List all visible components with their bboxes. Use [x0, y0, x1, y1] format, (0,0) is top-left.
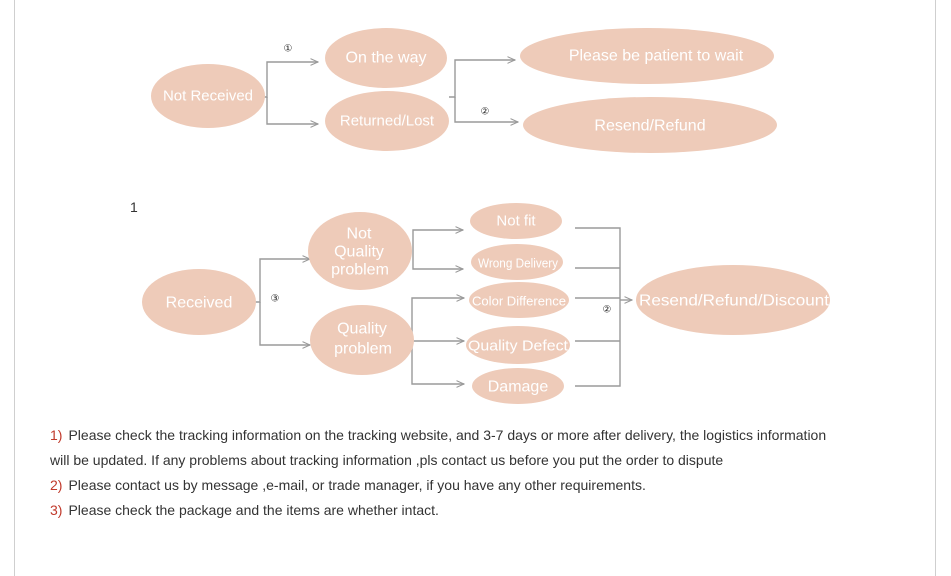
- note-3: 3) Please check the package and the items…: [50, 498, 930, 523]
- note-1-number: 1): [50, 427, 63, 443]
- node-not-quality-line-3: problem: [331, 262, 389, 279]
- node-on-the-way-label: On the way: [346, 50, 427, 67]
- section-marker: 1: [130, 199, 138, 215]
- note-2: 2) Please contact us by message ,e-mail, …: [50, 473, 930, 498]
- note-1-text: Please check the tracking information on…: [68, 427, 827, 443]
- node-color-difference-label: Color Difference: [472, 294, 566, 309]
- node-resend-refund-top: Resend/Refund: [523, 97, 777, 153]
- node-quality-problem: Quality problem: [310, 305, 414, 375]
- node-on-the-way: On the way: [325, 28, 447, 88]
- node-not-received: Not Received: [151, 64, 265, 128]
- node-resend-refund-discount: Resend/Refund/Discount: [636, 265, 830, 335]
- node-not-quality-line-2: Quality: [334, 244, 384, 261]
- node-returned-lost-label: Returned/Lost: [340, 113, 435, 130]
- node-damage-label: Damage: [488, 379, 549, 396]
- node-not-quality-problem: Not Quality problem: [308, 212, 412, 290]
- node-resend-refund-discount-label: Resend/Refund/Discount: [639, 293, 830, 310]
- note-1: 1) Please check the tracking information …: [50, 423, 930, 448]
- node-not-fit: Not fit: [470, 203, 562, 239]
- node-color-difference: Color Difference: [469, 282, 569, 318]
- node-wrong-delivery-label: Wrong Delivery: [478, 256, 558, 271]
- top-connectors: [263, 60, 518, 124]
- node-wrong-delivery: Wrong Delivery: [471, 244, 563, 280]
- node-resend-refund-top-label: Resend/Refund: [594, 118, 705, 135]
- notes-section: 1) Please check the tracking information …: [50, 423, 930, 523]
- node-please-wait: Please be patient to wait: [520, 28, 774, 84]
- node-not-fit-label: Not fit: [496, 213, 536, 230]
- note-1-continuation: will be updated. If any problems about t…: [50, 452, 724, 468]
- marker-circled-2-top: ②: [481, 107, 490, 118]
- marker-circled-1: ①: [284, 44, 293, 55]
- page-frame: [14, 0, 936, 576]
- note-3-number: 3): [50, 502, 63, 518]
- node-received: Received: [142, 269, 256, 335]
- bottom-connectors: [254, 228, 632, 386]
- node-damage: Damage: [472, 368, 564, 404]
- marker-circled-2-bottom: ②: [603, 305, 612, 316]
- node-quality-defect: Quality Defect: [466, 326, 570, 364]
- node-quality-line-2: problem: [334, 341, 392, 358]
- node-quality-defect-label: Quality Defect: [468, 338, 569, 355]
- node-quality-line-1: Quality: [337, 321, 387, 338]
- marker-circled-3: ③: [271, 294, 280, 305]
- note-3-text: Please check the package and the items a…: [68, 502, 439, 518]
- note-2-number: 2): [50, 477, 63, 493]
- node-not-quality-line-1: Not: [347, 226, 372, 243]
- node-returned-lost: Returned/Lost: [325, 91, 449, 151]
- node-received-label: Received: [166, 295, 233, 312]
- note-2-text: Please contact us by message ,e-mail, or…: [68, 477, 646, 493]
- node-please-wait-label: Please be patient to wait: [569, 48, 744, 65]
- node-not-received-label: Not Received: [163, 88, 253, 105]
- flow-diagram: Not Received On the way Returned/Lost Pl…: [130, 28, 830, 404]
